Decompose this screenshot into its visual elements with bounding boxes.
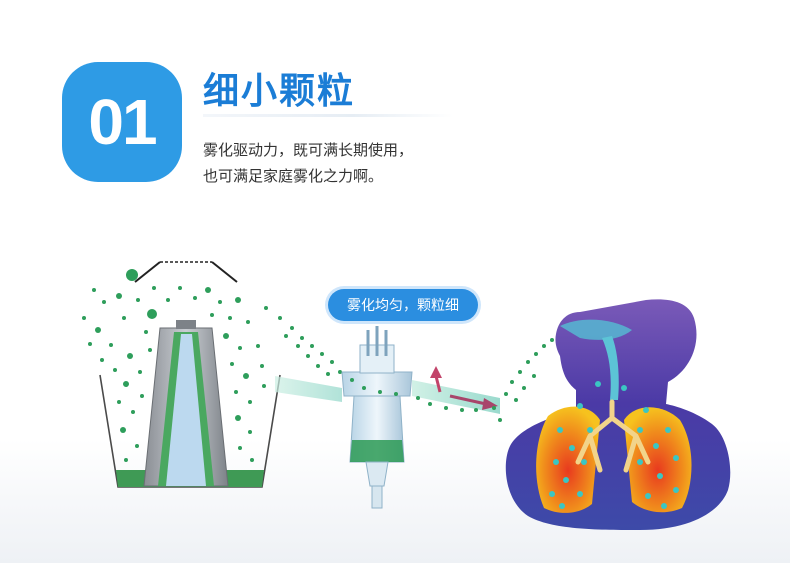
step-number-badge: 01 bbox=[62, 62, 182, 182]
lung-particles bbox=[549, 381, 679, 509]
description-line-1: 雾化驱动力，既可满长期使用， bbox=[203, 141, 414, 159]
feature-description: 雾化驱动力，既可满长期使用， 也可满足家庭雾化之力啊。 bbox=[203, 137, 413, 189]
human-lungs bbox=[505, 299, 731, 530]
callout-bubble: 雾化均匀，颗粒细 bbox=[328, 289, 478, 321]
nebulizer-device bbox=[275, 326, 500, 509]
step-number: 01 bbox=[88, 86, 157, 158]
aerosol-particles-stream bbox=[350, 338, 554, 422]
description-line-2: 也可满足家庭雾化之力啊。 bbox=[203, 167, 384, 185]
nebulizer-cup-cross-section bbox=[99, 261, 281, 488]
feature-title: 细小颗粒 bbox=[203, 71, 356, 112]
aerosol-particles-left bbox=[82, 269, 342, 462]
title-underline bbox=[203, 114, 453, 117]
